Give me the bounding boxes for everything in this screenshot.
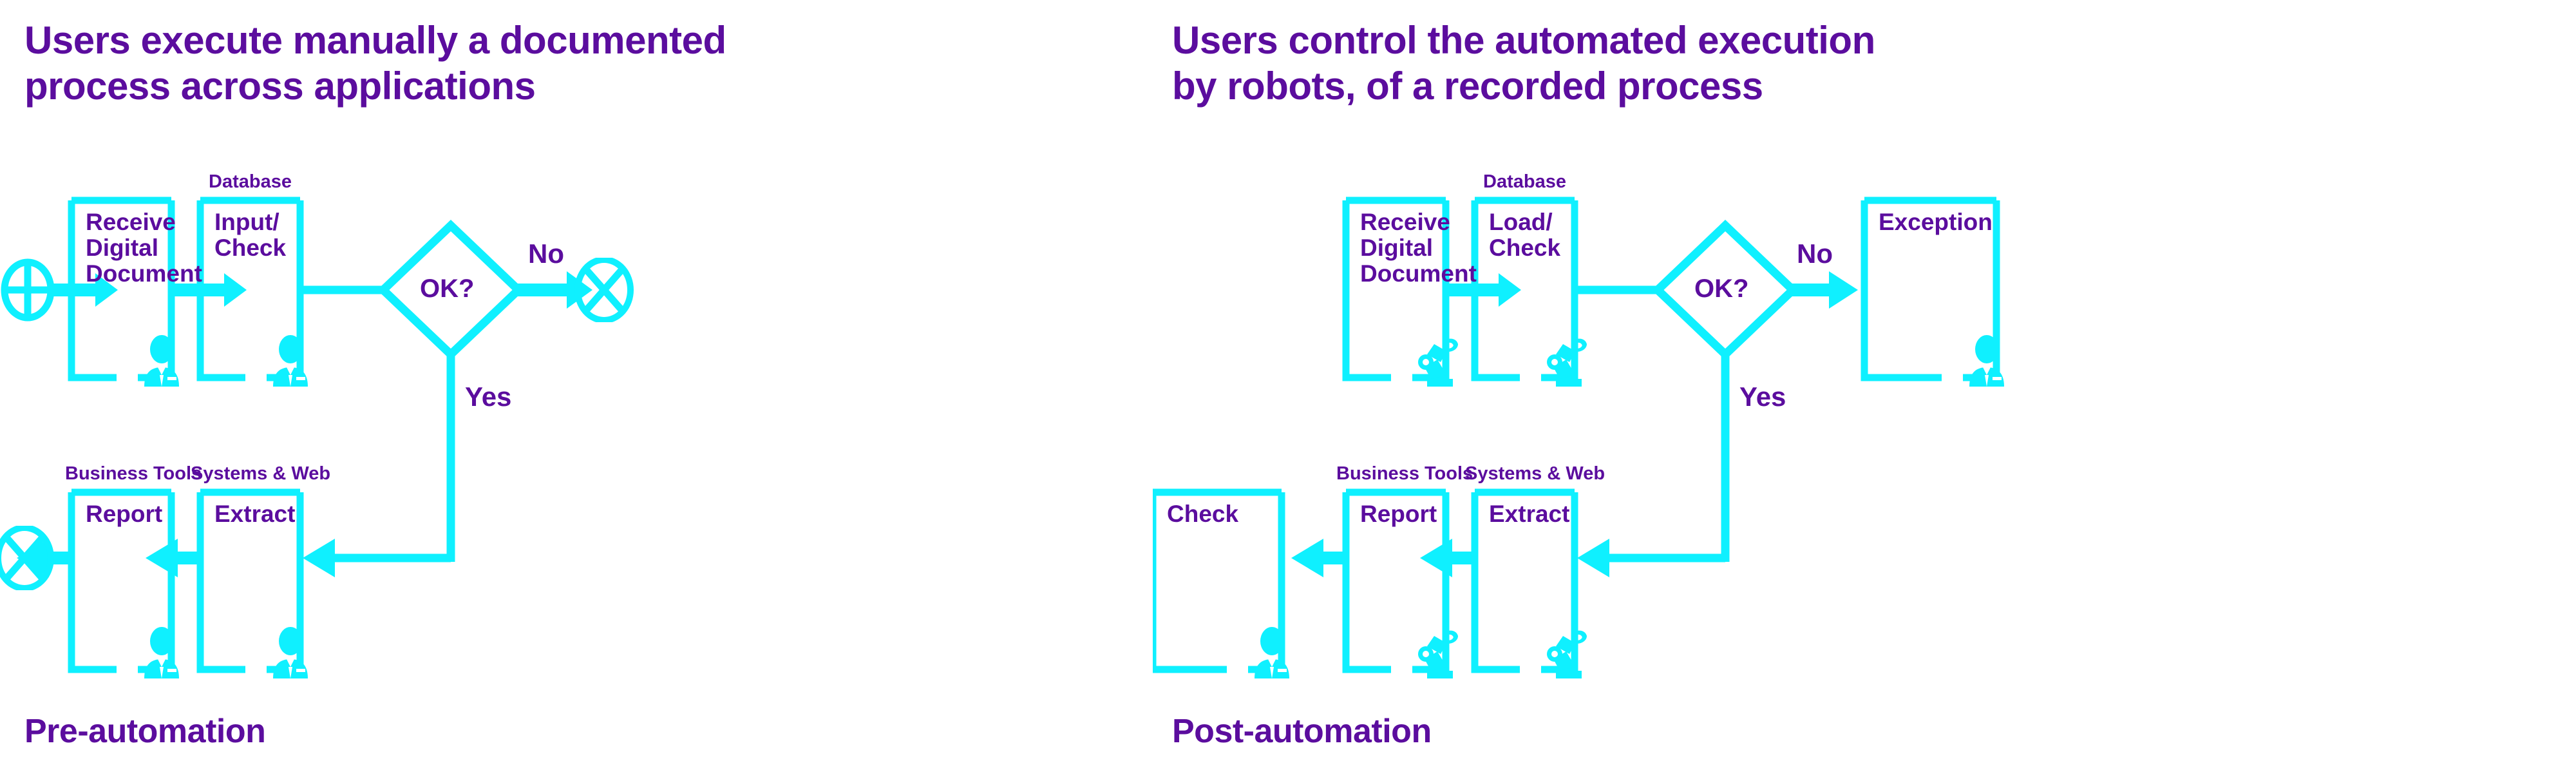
decision-label-ok: OK? — [1694, 274, 1749, 303]
person-icon — [142, 627, 182, 678]
circle-plus-start-icon — [1, 258, 55, 322]
circle-x-end-icon-no — [572, 258, 636, 322]
node-label: Check — [1167, 501, 1239, 527]
node-load-check[interactable]: Load/ Check — [1475, 200, 1575, 378]
node-outline-receive-digital-document — [1342, 197, 1450, 381]
node-receive-digital-document[interactable]: Receive Digital Document — [1346, 200, 1477, 378]
node-label: Input/ Check — [214, 209, 287, 261]
panel-pre-automation: Users execute manually a documented proc… — [0, 0, 1159, 779]
node-label: Extract — [1489, 501, 1570, 527]
edge-label-no: No — [1797, 238, 1833, 269]
node-outline-extract — [1471, 488, 1578, 673]
arrow-receive-to-input — [171, 273, 247, 307]
arrow-decision-no-to-exception — [1790, 271, 1858, 309]
flowchart-post-automation: Receive Digital Document Database Load/ … — [1153, 0, 2576, 779]
lane-label-systems-web: Systems & Web — [191, 463, 331, 484]
node-report[interactable]: Report — [1346, 492, 1446, 669]
node-label: Load/ Check — [1489, 209, 1561, 261]
edge-label-no: No — [528, 238, 564, 269]
lane-label-database: Database — [209, 171, 292, 192]
node-label: Receive Digital Document — [1360, 209, 1477, 287]
person-icon — [270, 627, 310, 678]
node-outline-report — [1342, 488, 1450, 673]
person-icon — [270, 335, 310, 387]
node-report[interactable]: Report — [71, 492, 171, 669]
node-label: Report — [86, 501, 163, 527]
node-input-check[interactable]: Input/ Check — [200, 200, 300, 378]
node-label: Exception — [1879, 209, 1993, 235]
lane-label-business-tools: Business Tools — [1336, 463, 1473, 484]
person-icon — [1252, 627, 1292, 678]
arrow-report-to-end — [17, 539, 71, 577]
lane-label-database: Database — [1483, 171, 1566, 192]
panel-heading: Users execute manually a documented proc… — [24, 19, 726, 108]
circle-x-end-icon-report — [0, 526, 57, 590]
node-label: Report — [1360, 501, 1437, 527]
node-outline-load-check — [1471, 197, 1578, 381]
panel-heading: Users control the automated execution by… — [1172, 19, 1875, 108]
flowchart-pre-automation: Receive Digital Document Database Input/… — [0, 0, 1159, 779]
arrow-receive-to-load — [1446, 273, 1521, 307]
decision-label-ok: OK? — [420, 274, 475, 303]
arrow-decision-no-to-end — [515, 271, 592, 309]
lane-label-business-tools: Business Tools — [65, 463, 202, 484]
arrow-report-to-check — [1291, 539, 1346, 577]
node-check[interactable]: Check — [1153, 492, 1282, 669]
person-icon — [142, 335, 182, 387]
robot-arm-icon — [1414, 330, 1461, 387]
arrowhead-into-extract — [303, 539, 335, 577]
lane-label-systems-web: Systems & Web — [1465, 463, 1605, 484]
panel-caption: Post-automation — [1172, 713, 1432, 750]
node-exception[interactable]: Exception — [1864, 200, 1996, 378]
arrowhead-into-extract — [1577, 539, 1609, 577]
node-extract[interactable]: Extract — [1475, 492, 1575, 669]
panel-post-automation: Users control the automated execution by… — [1153, 0, 2576, 779]
connector-decision-yes-to-extract — [1604, 352, 1730, 563]
robot-arm-icon — [1543, 622, 1589, 678]
panel-caption: Pre-automation — [24, 713, 266, 750]
connector-decision-yes-to-extract — [330, 352, 455, 563]
robot-arm-icon — [1543, 330, 1589, 387]
arrow-start-to-receive — [53, 273, 118, 307]
node-receive-digital-document[interactable]: Receive Digital Document — [71, 200, 202, 378]
node-extract[interactable]: Extract — [200, 492, 300, 669]
robot-arm-icon — [1414, 622, 1461, 678]
node-label: Extract — [214, 501, 296, 527]
person-icon — [1967, 335, 2007, 387]
edge-label-yes: Yes — [1739, 381, 1786, 412]
node-label: Receive Digital Document — [86, 209, 202, 287]
edge-label-yes: Yes — [465, 381, 512, 412]
